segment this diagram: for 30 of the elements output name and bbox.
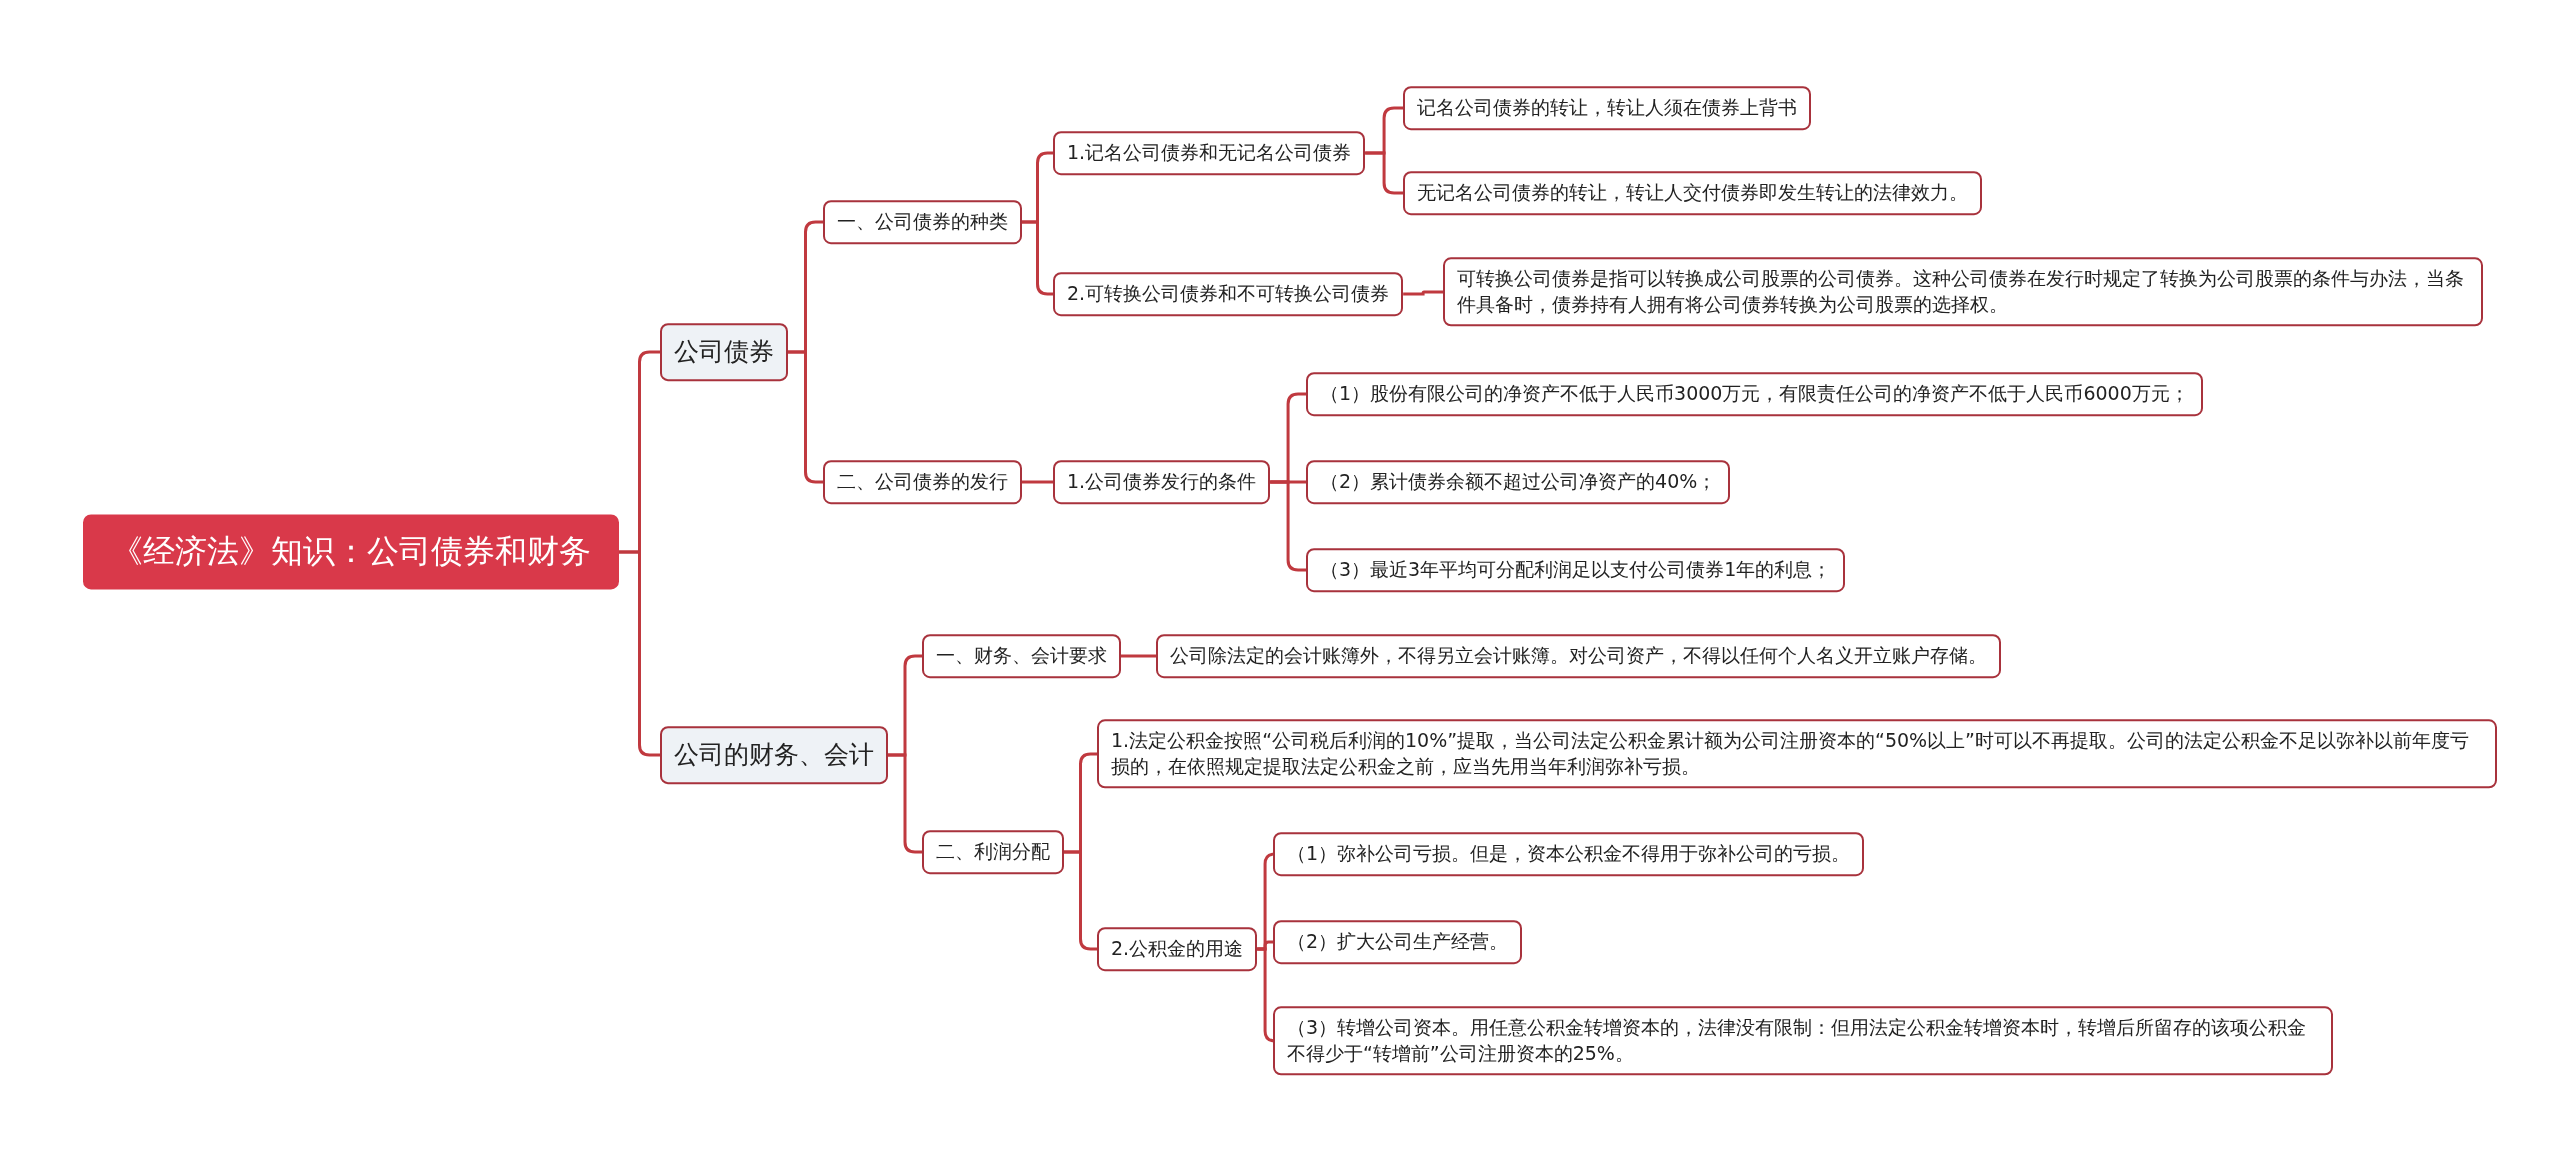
subtopic: 二、利润分配 <box>922 830 1064 874</box>
subtopic: 记名公司债券的转让，转让人须在债券上背书 <box>1403 86 1811 130</box>
subtopic: 1.公司债券发行的条件 <box>1053 460 1271 504</box>
subtopic: 1.法定公积金按照“公司税后利润的10%”提取，当公司法定公积金累计额为公司注册资本的“50%以上”时可以不再提取。公司的法定公积金不足以弥补以前年度亏损的，在依照规定提取法定公积金之前，应当先用当年利润弥补亏损。 <box>1097 719 2497 789</box>
subtopic: 无记名公司债券的转让，转让人交付债券即发生转让的法律效力。 <box>1403 171 1982 215</box>
subtopic: 一、公司债券的种类 <box>823 200 1022 244</box>
subtopic: 一、财务、会计要求 <box>922 634 1121 678</box>
subtopic: （3）转增公司资本。用任意公积金转增资本的，法律没有限制：但用法定公积金转增资本时，转增后所留存的该项公积金不得少于“转增前”公司注册资本的25%。 <box>1273 1006 2333 1076</box>
subtopic: 可转换公司债券是指可以转换成公司股票的公司债券。这种公司债券在发行时规定了转换为公司股票的条件与办法，当条件具备时，债券持有人拥有将公司债券转换为公司股票的选择权。 <box>1443 257 2483 327</box>
subtopic: 1.记名公司债券和无记名公司债券 <box>1053 131 1366 175</box>
subtopic: （1）弥补公司亏损。但是，资本公积金不得用于弥补公司的亏损。 <box>1273 832 1865 876</box>
subtopic: （2）扩大公司生产经营。 <box>1273 920 1523 964</box>
connector-line <box>1403 290 1443 296</box>
connector-line <box>1365 151 1403 195</box>
subtopic: 公司除法定的会计账簿外，不得另立会计账簿。对公司资产，不得以任何个人名义开立账户存储。 <box>1156 634 2001 678</box>
connector-line <box>1121 654 1156 658</box>
connector-line <box>788 350 823 484</box>
subtopic: （3）最近3年平均可分配利润足以支付公司债券1年的利息； <box>1306 548 1846 592</box>
subtopic: （2）累计债券余额不超过公司净资产的40%； <box>1306 460 1731 504</box>
subtopic: 2.公积金的用途 <box>1097 927 1258 971</box>
connector-line <box>1064 850 1097 951</box>
connector-line <box>1022 480 1053 484</box>
main-topic: 公司债券 <box>660 323 788 381</box>
subtopic: 2.可转换公司债券和不可转换公司债券 <box>1053 272 1404 316</box>
subtopic: （1）股份有限公司的净资产不低于人民币3000万元，有限责任公司的净资产不低于人民币6000万元； <box>1306 372 2203 416</box>
root-topic: 《经济法》知识：公司债券和财务 <box>83 514 619 590</box>
subtopic: 二、公司债券的发行 <box>823 460 1022 504</box>
connector-line <box>619 550 660 757</box>
main-topic: 公司的财务、会计 <box>660 726 888 784</box>
connector-line <box>1270 480 1306 572</box>
